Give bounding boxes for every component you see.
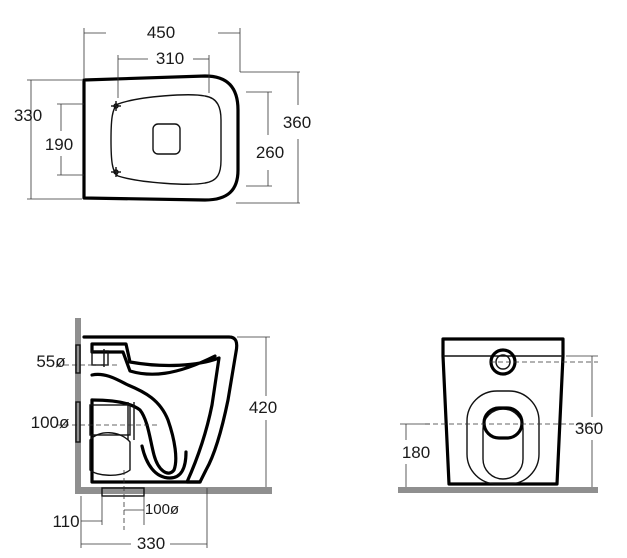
dim-height: 420: [249, 398, 277, 417]
top-view-seat: [110, 94, 222, 185]
side-view: 55ø 100ø 420 100ø 110 330: [31, 318, 277, 553]
dim-inner-depth: 260: [256, 143, 284, 162]
fixing-hole-icon: [111, 101, 121, 111]
top-view: 450 310 330 190 360 260: [14, 23, 311, 204]
rear-view-outline: [441, 337, 565, 486]
wall: [75, 318, 81, 494]
dim-outlet-offset: 110: [52, 512, 79, 531]
dim-fixing-spacing: 310: [156, 49, 184, 68]
dim-overall-length: 450: [147, 23, 175, 42]
dim-outlet-diameter: 100ø: [31, 413, 70, 432]
floor: [75, 487, 272, 494]
floor-outlet: [101, 487, 145, 497]
dim-floor-outlet-diameter: 100ø: [145, 501, 179, 518]
rear-outlet: [482, 406, 524, 440]
dim-inlet-diameter: 55ø: [36, 352, 65, 371]
top-view-outline: [82, 74, 240, 202]
dim-total-depth: 360: [283, 113, 311, 132]
dim-overall-width: 330: [14, 106, 42, 125]
outlet-connector: [89, 404, 131, 436]
fixing-hole-icon: [111, 167, 121, 177]
rear-floor: [398, 487, 598, 493]
rear-recess-inner: [482, 408, 524, 480]
dim-overall-height: 360: [575, 419, 603, 438]
dim-outlet-height: 180: [402, 443, 430, 462]
flush-square: [152, 123, 181, 155]
side-view-outline: [82, 335, 239, 484]
trap-inner: [140, 444, 188, 480]
trap-curve: [90, 372, 178, 475]
dim-seat-width: 190: [45, 135, 73, 154]
side-view-base: [90, 398, 202, 484]
dim-base-length: 330: [137, 534, 165, 553]
rear-recess-outer: [466, 390, 540, 485]
rear-view: 180 360: [398, 337, 603, 493]
